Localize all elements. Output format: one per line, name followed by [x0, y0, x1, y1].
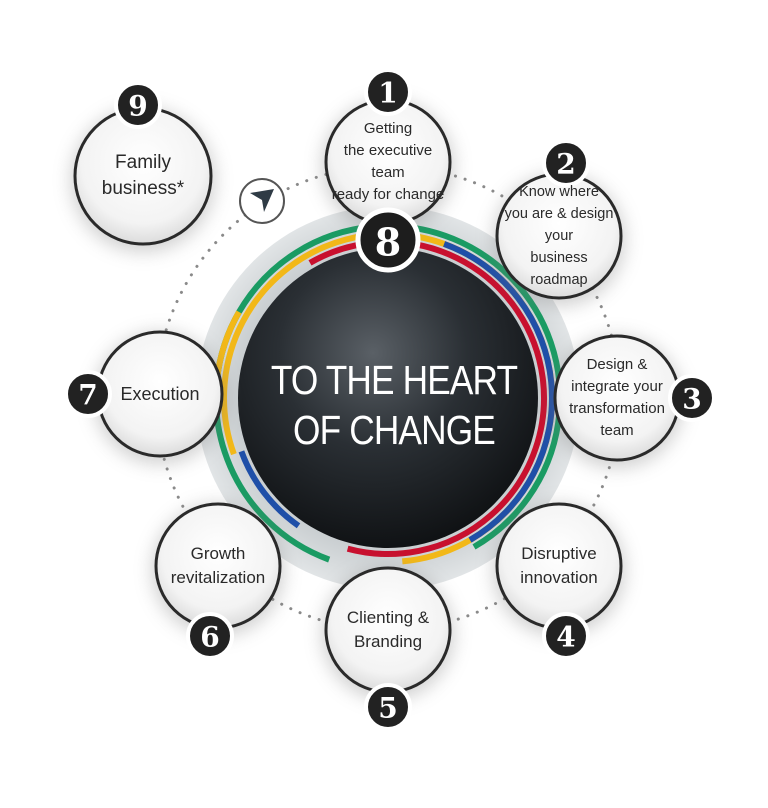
node-1[interactable]: 1	[322, 68, 454, 232]
node-badge: 1	[364, 68, 412, 116]
svg-text:8: 8	[375, 220, 401, 265]
node-circle[interactable]	[324, 566, 452, 694]
node-circle[interactable]	[154, 502, 282, 630]
node-badge: 7	[64, 370, 112, 418]
ring-arc	[238, 450, 301, 529]
center-title: TO THE HEART OF CHANGE	[270, 357, 518, 453]
node-circle[interactable]	[495, 502, 623, 630]
node-badge: 3	[668, 374, 716, 422]
node-7[interactable]: 7	[64, 330, 226, 464]
node-badge: 6	[186, 612, 234, 660]
node-8-badge: 8	[355, 207, 421, 273]
node-number: 1	[378, 77, 397, 110]
navigation-arrow-icon	[239, 178, 285, 224]
node-circle[interactable]	[324, 98, 452, 226]
node-6[interactable]: 6	[152, 502, 284, 660]
node-9[interactable]: 9	[71, 81, 215, 252]
node-circle[interactable]	[553, 334, 681, 462]
core-circle	[238, 248, 538, 548]
node-badge: 4	[542, 612, 590, 660]
node-4[interactable]: 4	[493, 502, 625, 660]
node-number: 4	[556, 621, 575, 654]
node-badge: 5	[364, 683, 412, 731]
ring-arc	[443, 241, 555, 543]
node-number: 2	[556, 148, 575, 181]
node-number: 7	[78, 379, 97, 412]
node-3[interactable]: 3	[551, 334, 716, 468]
node-circle[interactable]	[495, 172, 623, 300]
node-badge: 2	[542, 139, 590, 187]
node-number: 5	[378, 692, 397, 725]
node-number: 3	[682, 383, 701, 416]
node-circle[interactable]	[96, 330, 224, 458]
node-number: 9	[128, 90, 147, 123]
node-badge: 9	[114, 81, 162, 129]
node-2[interactable]: 2	[493, 139, 625, 306]
node-5[interactable]: 5	[322, 566, 454, 731]
node-number: 6	[200, 621, 219, 654]
